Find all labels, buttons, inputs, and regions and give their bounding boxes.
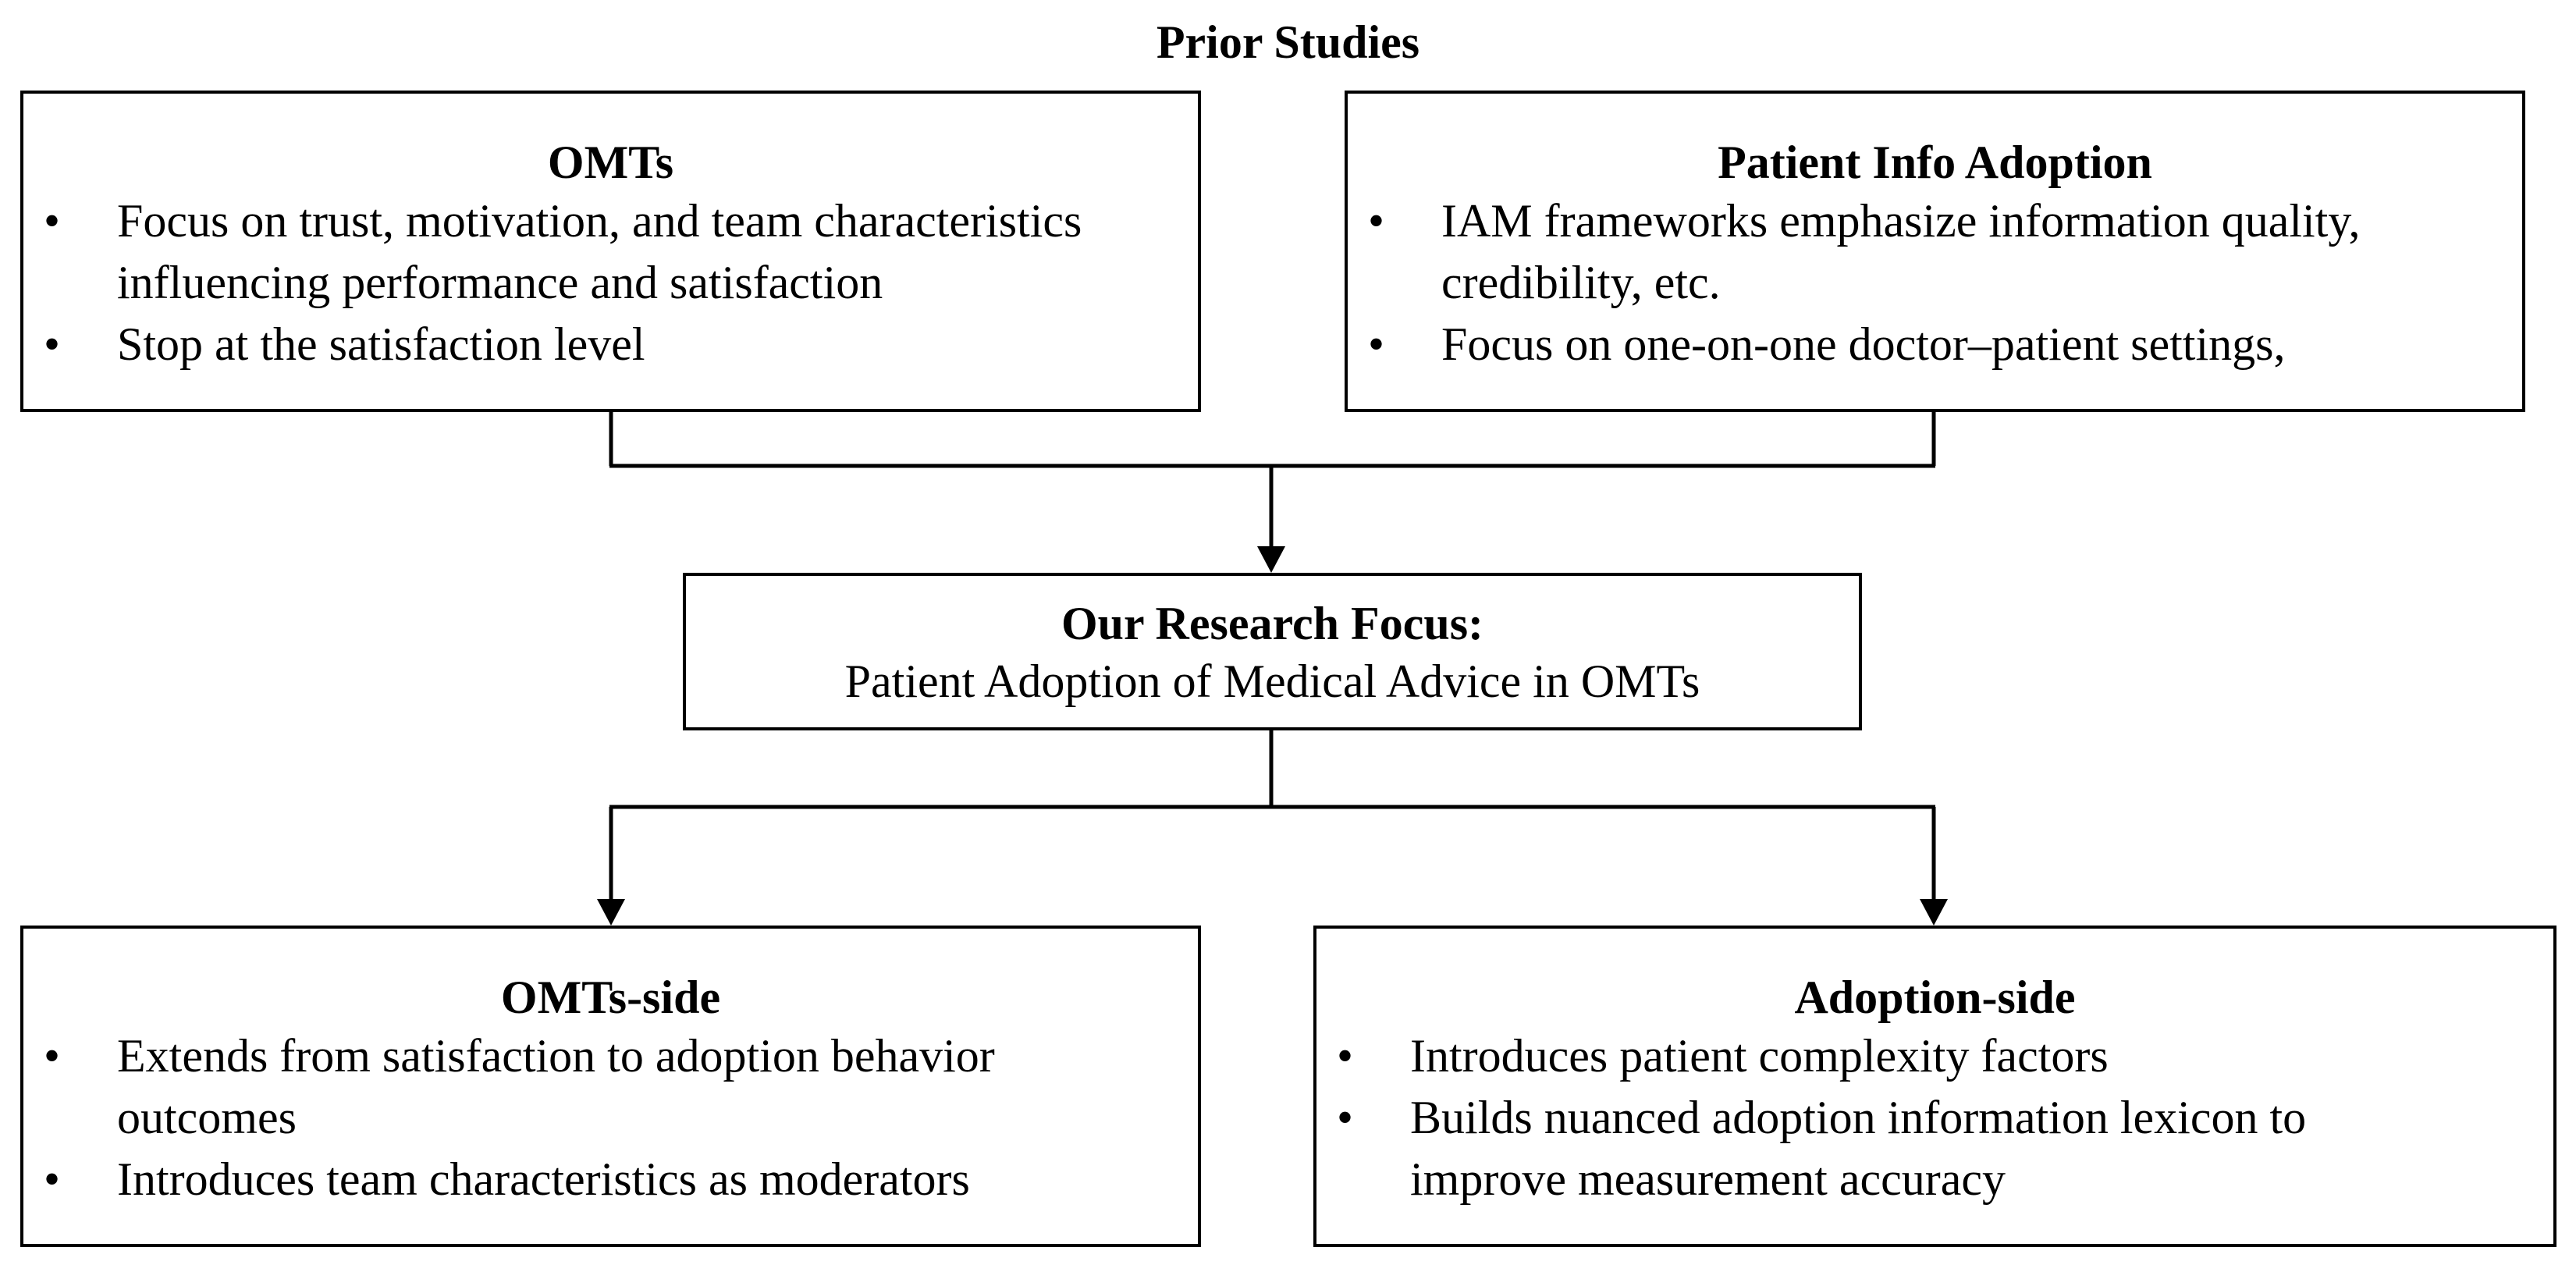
adoption-side-title: Adoption-side bbox=[1794, 972, 2076, 1023]
omts-side-bullet-1: Extends from satisfaction to adoption be… bbox=[23, 1025, 1104, 1149]
omts-bullet-2: Stop at the satisfaction level bbox=[23, 314, 1182, 375]
adoption-side-box: Adoption-side Introduces patient complex… bbox=[1313, 926, 2556, 1247]
omts-side-bullets: Extends from satisfaction to adoption be… bbox=[23, 1025, 1198, 1210]
patient-info-adoption-box: Patient Info Adoption IAM frameworks emp… bbox=[1345, 91, 2525, 412]
adoption-side-bullet-1: Introduces patient complexity factors bbox=[1316, 1025, 2460, 1087]
diagram-title: Prior Studies bbox=[1156, 16, 1420, 68]
omts-bullets: Focus on trust, motivation, and team cha… bbox=[23, 190, 1198, 375]
adoption-side-bullets: Introduces patient complexity factors Bu… bbox=[1316, 1025, 2553, 1210]
arrowhead-omts-side bbox=[597, 899, 625, 926]
arrowhead-adoption-side bbox=[1920, 899, 1948, 926]
patient-info-adoption-title: Patient Info Adoption bbox=[1718, 137, 2152, 188]
omts-side-bullet-2: Introduces team characteristics as moder… bbox=[23, 1149, 1104, 1210]
patient-info-adoption-bullet-2: Focus on one-on-one doctor–patient setti… bbox=[1348, 314, 2475, 375]
omts-side-box: OMTs-side Extends from satisfaction to a… bbox=[20, 926, 1201, 1247]
patient-info-adoption-bullets: IAM frameworks emphasize information qua… bbox=[1348, 190, 2522, 375]
omts-title: OMTs bbox=[547, 137, 674, 188]
omts-bullet-1: Focus on trust, motivation, and team cha… bbox=[23, 190, 1182, 314]
patient-info-adoption-bullet-1: IAM frameworks emphasize information qua… bbox=[1348, 190, 2475, 314]
research-focus-title: Our Research Focus: bbox=[1061, 598, 1484, 649]
omts-side-title: OMTs-side bbox=[500, 972, 721, 1023]
omts-box: OMTs Focus on trust, motivation, and tea… bbox=[20, 91, 1201, 412]
arrowhead-focus bbox=[1257, 546, 1285, 573]
research-focus-box: Our Research Focus: Patient Adoption of … bbox=[683, 573, 1862, 730]
adoption-side-bullet-2: Builds nuanced adoption information lexi… bbox=[1316, 1087, 2460, 1210]
research-focus-subtitle: Patient Adoption of Medical Advice in OM… bbox=[844, 656, 1700, 707]
